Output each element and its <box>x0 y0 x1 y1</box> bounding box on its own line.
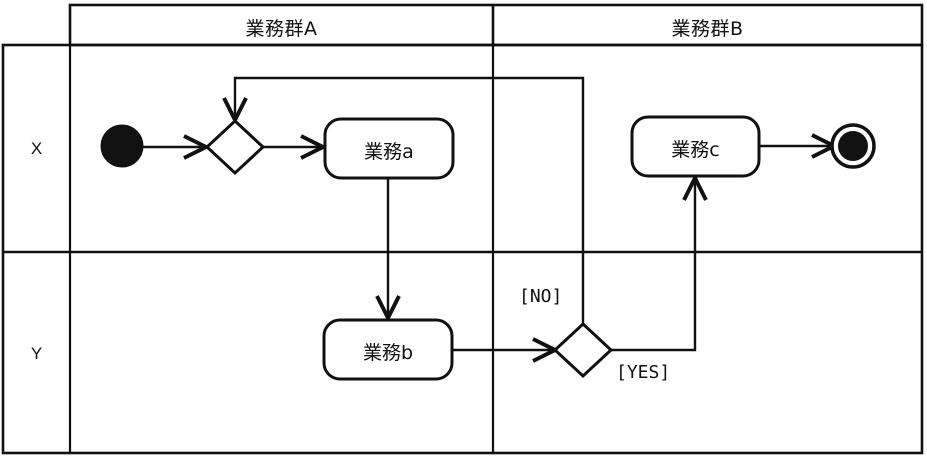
swimlane-dividers <box>68 45 495 453</box>
edge-decision-yes-to-activity-c <box>610 178 695 352</box>
row-header-x: X <box>30 139 43 158</box>
lane-header-a: 業務群A <box>245 18 318 40</box>
guard-label-yes: [YES] <box>616 362 671 383</box>
decision-node <box>552 321 614 379</box>
swimlane-body-frame <box>1 43 924 455</box>
edge-decision-no-to-merge <box>235 76 585 325</box>
action-label-activity-a: 業務a <box>364 141 414 163</box>
guard-label-no: [NO] <box>519 286 563 307</box>
action-label-activity-b: 業務b <box>362 342 414 364</box>
row-header-y: Y <box>30 344 43 363</box>
initial-node <box>100 124 144 168</box>
merge-node <box>204 118 266 176</box>
action-activity-b <box>322 318 454 381</box>
action-activity-a <box>323 117 455 180</box>
lane-header-b: 業務群B <box>671 18 744 40</box>
action-label-activity-c: 業務c <box>671 139 720 161</box>
action-activity-c <box>630 115 761 178</box>
final-node-inner <box>838 131 868 161</box>
